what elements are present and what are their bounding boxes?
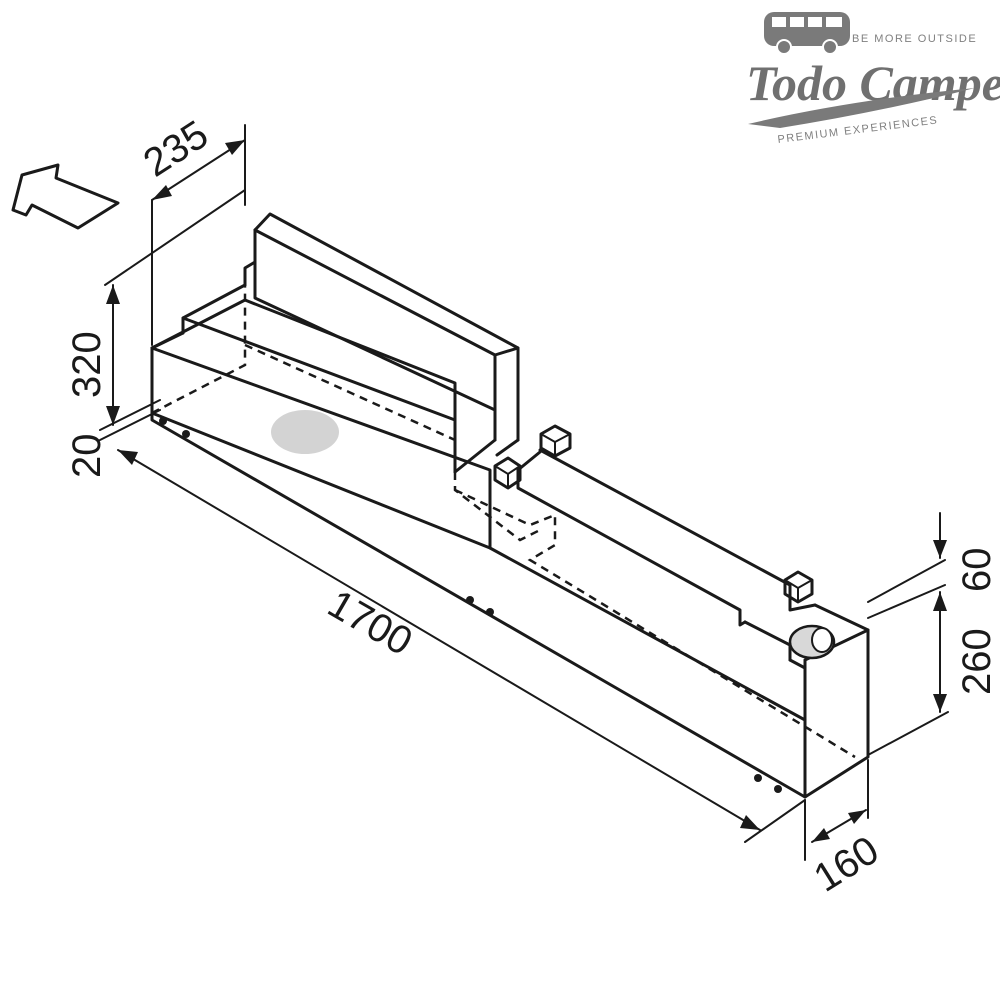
- dim-320: 320: [65, 331, 109, 398]
- camper-van-icon: [764, 12, 850, 55]
- bench-body: [150, 212, 870, 799]
- logo-swoosh: [748, 88, 975, 128]
- logo-tagline: BE MORE OUTSIDE: [852, 33, 977, 45]
- arrow-icon: [11, 163, 120, 230]
- dim-235: 235: [136, 112, 216, 185]
- faded-mark: [271, 410, 339, 454]
- knob-detail: [788, 624, 836, 660]
- cube-marker-1: [539, 424, 572, 458]
- dim-1700: 1700: [321, 582, 420, 665]
- logo: BE MORE OUTSIDE Todo Campers PREMIUM EXP…: [746, 12, 1000, 146]
- dimension-lines: [99, 124, 949, 861]
- dim-260: 260: [955, 628, 999, 695]
- cube-marker-2: [493, 456, 522, 490]
- dim-60: 60: [955, 548, 999, 593]
- cube-marker-3: [783, 570, 814, 604]
- dim-20: 20: [65, 434, 109, 479]
